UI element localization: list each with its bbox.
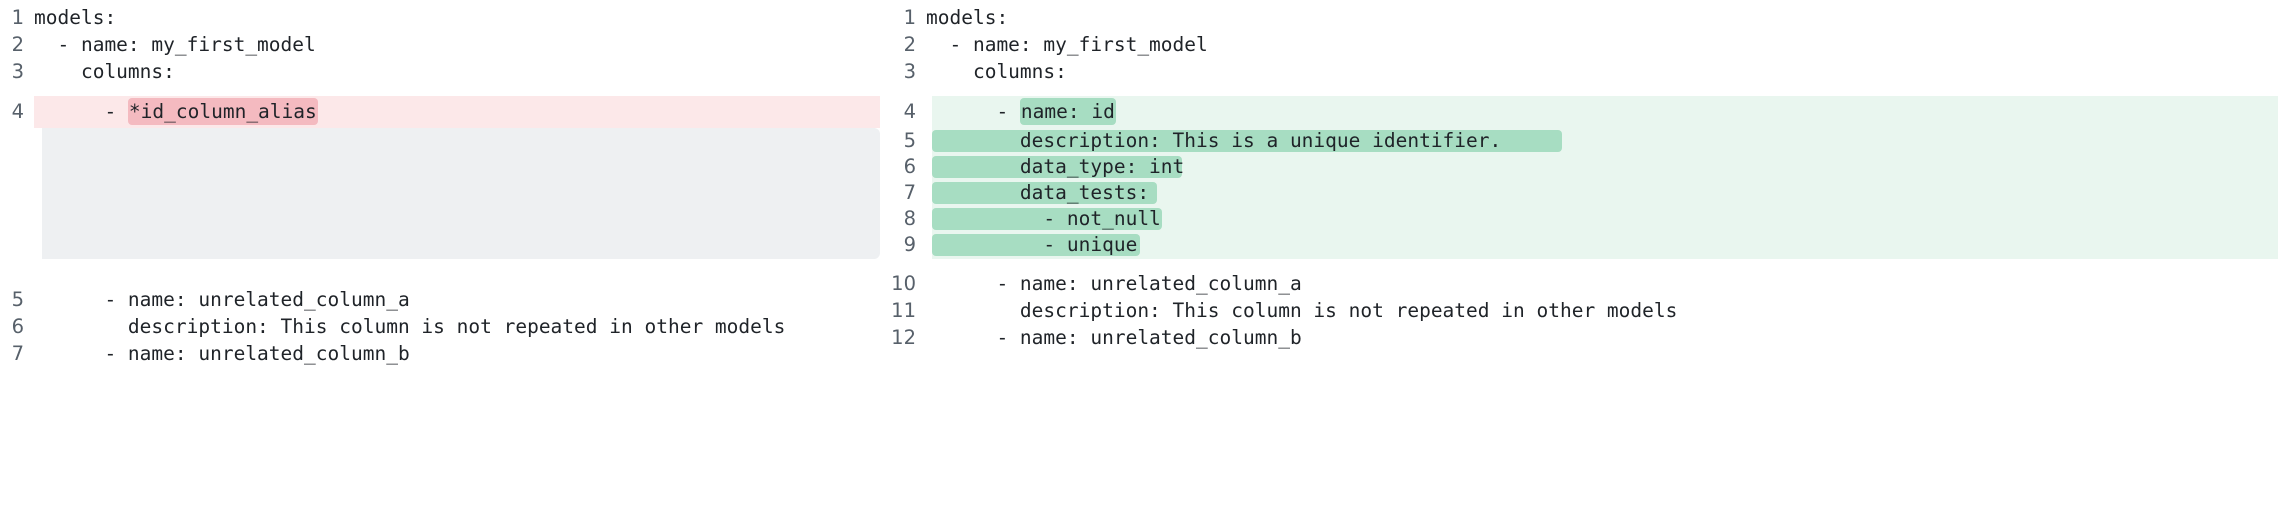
added-line-band <box>932 130 1562 152</box>
code-indent: - <box>926 100 1020 123</box>
added-line-band <box>932 182 1157 204</box>
line-number: 5 <box>903 129 916 152</box>
line-number: 2 <box>903 33 916 56</box>
code-text: columns: <box>926 60 1067 83</box>
code-line[interactable]: 2 - name: my_first_model <box>880 31 2278 58</box>
code-line-added[interactable]: 6 data_type: int <box>880 154 2278 180</box>
code-line[interactable]: 7 - name: unrelated_column_b <box>0 340 880 367</box>
code-line-added[interactable]: 4 - name: id <box>880 96 2278 128</box>
code-line-added[interactable]: 9 - unique <box>880 232 2278 258</box>
code-text: description: This is a unique identifier… <box>926 129 1502 152</box>
code-line[interactable]: 1 models: <box>0 4 880 31</box>
gap <box>880 85 2278 96</box>
code-text: models: <box>926 6 1009 29</box>
added-word-highlight: name: id <box>1019 98 1116 125</box>
line-number: 8 <box>903 207 916 230</box>
code-text: - name: unrelated_column_b <box>34 342 410 365</box>
line-number: 4 <box>11 100 24 123</box>
line-number: 3 <box>11 60 24 83</box>
code-line[interactable]: 2 - name: my_first_model <box>0 31 880 58</box>
diff-pane-after: 1 models: 2 - name: my_first_model 3 col… <box>880 0 2278 528</box>
line-number: 12 <box>891 326 916 349</box>
line-number: 11 <box>891 299 916 322</box>
code-text: description: This column is not repeated… <box>34 315 786 338</box>
line-number: 2 <box>11 33 24 56</box>
code-line[interactable]: 1 models: <box>880 4 2278 31</box>
code-text: - name: unrelated_column_a <box>34 288 410 311</box>
code-text: - name: id <box>916 96 1116 128</box>
gap <box>0 85 880 96</box>
code-text: models: <box>34 6 117 29</box>
code-line[interactable]: 12 - name: unrelated_column_b <box>880 324 2278 351</box>
line-number: 9 <box>903 233 916 256</box>
code-text: - name: my_first_model <box>926 33 1208 56</box>
code-text: - unique <box>926 233 1138 256</box>
code-line[interactable]: 10 - name: unrelated_column_a <box>880 270 2278 297</box>
code-line[interactable]: 11 description: This column is not repea… <box>880 297 2278 324</box>
line-number: 6 <box>903 155 916 178</box>
diff-pane-before: 1 models: 2 - name: my_first_model 3 col… <box>0 0 880 528</box>
code-text: - name: my_first_model <box>34 33 316 56</box>
line-number: 7 <box>903 181 916 204</box>
code-line[interactable]: 5 - name: unrelated_column_a <box>0 286 880 313</box>
code-line-added[interactable]: 8 - not_null <box>880 206 2278 232</box>
code-text: data_tests: <box>926 181 1150 204</box>
code-text: - name: unrelated_column_a <box>926 272 1302 295</box>
added-line-band <box>932 234 1140 256</box>
collapsed-filler-region <box>0 128 880 259</box>
code-line[interactable]: 6 description: This column is not repeat… <box>0 313 880 340</box>
code-text: - name: unrelated_column_b <box>926 326 1302 349</box>
line-number: 1 <box>903 6 916 29</box>
code-line-deleted[interactable]: 4 - *id_column_alias <box>0 96 880 128</box>
line-number: 3 <box>903 60 916 83</box>
line-number: 10 <box>891 272 916 295</box>
added-line-band <box>932 156 1182 178</box>
deleted-word-highlight: *id_column_alias <box>127 98 318 125</box>
line-number: 6 <box>11 315 24 338</box>
line-number: 5 <box>11 288 24 311</box>
added-line-band <box>932 208 1162 230</box>
added-hunk: 4 - name: id 5 description: This is a un… <box>880 96 2278 259</box>
code-line-added[interactable]: 5 description: This is a unique identifi… <box>880 128 2278 154</box>
collapsed-placeholder-block <box>42 128 880 259</box>
line-number: 7 <box>11 342 24 365</box>
code-indent: - <box>34 100 128 123</box>
code-text: data_type: int <box>926 155 1185 178</box>
gap <box>0 259 880 286</box>
code-text: - *id_column_alias <box>24 96 318 128</box>
code-text: columns: <box>34 60 175 83</box>
code-line[interactable]: 3 columns: <box>880 58 2278 85</box>
code-text: description: This column is not repeated… <box>926 299 1678 322</box>
code-text: - not_null <box>926 207 1161 230</box>
line-number: 4 <box>903 100 916 123</box>
line-number: 1 <box>11 6 24 29</box>
code-line-added[interactable]: 7 data_tests: <box>880 180 2278 206</box>
code-line[interactable]: 3 columns: <box>0 58 880 85</box>
gap <box>880 258 2278 270</box>
